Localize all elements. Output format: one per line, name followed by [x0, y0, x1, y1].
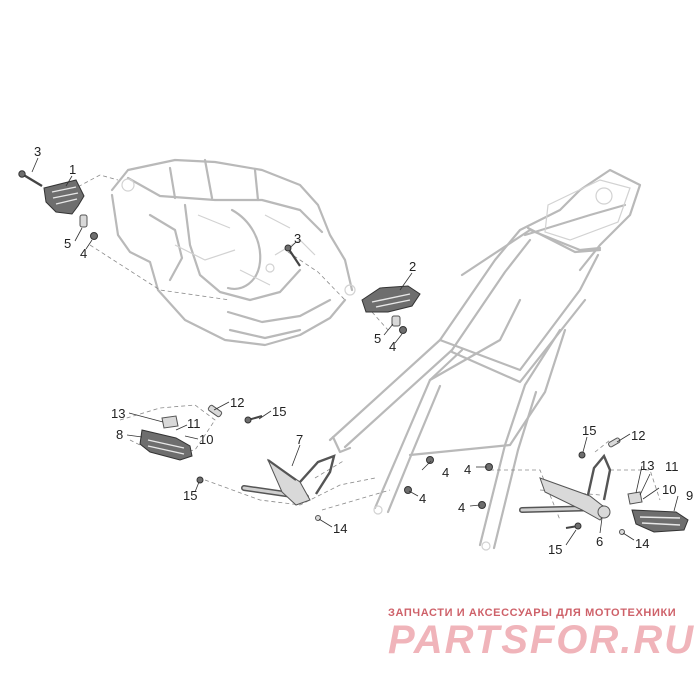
watermark-logo: PARTSFOR.RU [388, 618, 696, 662]
leader-lines [31, 157, 679, 546]
callout-14-left: 14 [333, 521, 347, 536]
callout-7: 7 [296, 432, 303, 447]
spring-part-5-middle [391, 315, 401, 327]
bolt-part-15-left-lower [196, 476, 204, 484]
spring-part-13-left [161, 415, 179, 429]
callout-3-middle: 3 [294, 231, 301, 246]
callout-13-left: 13 [111, 406, 125, 421]
footrest-part-1 [43, 179, 85, 215]
callout-6: 6 [596, 534, 603, 549]
pin-part-12-right [608, 437, 621, 448]
callout-5-middle: 5 [374, 331, 381, 346]
watermark-tagline: ЗАПЧАСТИ И АКСЕССУАРЫ ДЛЯ МОТОТЕХНИКИ [388, 607, 677, 619]
callout-4-b: 4 [464, 462, 471, 477]
callout-15-left-upper: 15 [272, 404, 286, 419]
callout-4-d: 4 [458, 500, 465, 515]
callout-1: 1 [69, 162, 76, 177]
callout-15-right-lower: 15 [548, 542, 562, 557]
callout-4-a: 4 [442, 465, 449, 480]
engine-frame-drawing [110, 158, 356, 347]
nut-part-4-left [90, 232, 98, 240]
callout-5-upper-left: 5 [64, 236, 71, 251]
callout-4-c: 4 [419, 491, 426, 506]
callout-15-right-upper: 15 [582, 423, 596, 438]
callout-9: 9 [686, 488, 693, 503]
nut-part-4-c [404, 486, 412, 494]
bracket-part-7 [241, 454, 336, 506]
spring-part-13-right [627, 491, 643, 505]
callout-15-left-lower: 15 [183, 488, 197, 503]
footpeg-part-9 [631, 509, 689, 533]
callout-12-left: 12 [230, 395, 244, 410]
callout-labels: 3 1 5 4 3 2 5 4 12 15 13 11 8 10 7 15 14… [34, 144, 693, 557]
footrest-part-2 [361, 285, 421, 313]
upper-assembly-lines [71, 174, 389, 331]
callout-13-right: 13 [640, 458, 654, 473]
callout-10-right: 10 [662, 482, 676, 497]
callout-2: 2 [409, 259, 416, 274]
callout-14-right: 14 [635, 536, 649, 551]
bolt-part-3-middle [284, 244, 301, 267]
callout-12-right: 12 [631, 428, 645, 443]
bolt-part-3-left [18, 170, 43, 188]
bolt-part-15-right-upper [578, 451, 586, 459]
nut-part-4-middle [399, 326, 407, 334]
footpeg-part-8 [139, 429, 193, 461]
callout-10-left: 10 [199, 432, 213, 447]
callout-4-middle: 4 [389, 339, 396, 354]
bracket-part-6 [519, 453, 612, 521]
callout-11-right: 11 [665, 459, 679, 474]
nut-part-4-a [426, 456, 434, 464]
bolt-part-15-right-lower [565, 522, 582, 530]
callout-11-left: 11 [187, 416, 201, 431]
callout-3-upper-left: 3 [34, 144, 41, 159]
spring-part-5-left [79, 214, 88, 228]
callout-8: 8 [116, 427, 123, 442]
rear-subframe-drawing [328, 168, 642, 551]
bolt-part-15-left-upper [244, 415, 263, 424]
callout-4-upper-left: 4 [80, 246, 87, 261]
